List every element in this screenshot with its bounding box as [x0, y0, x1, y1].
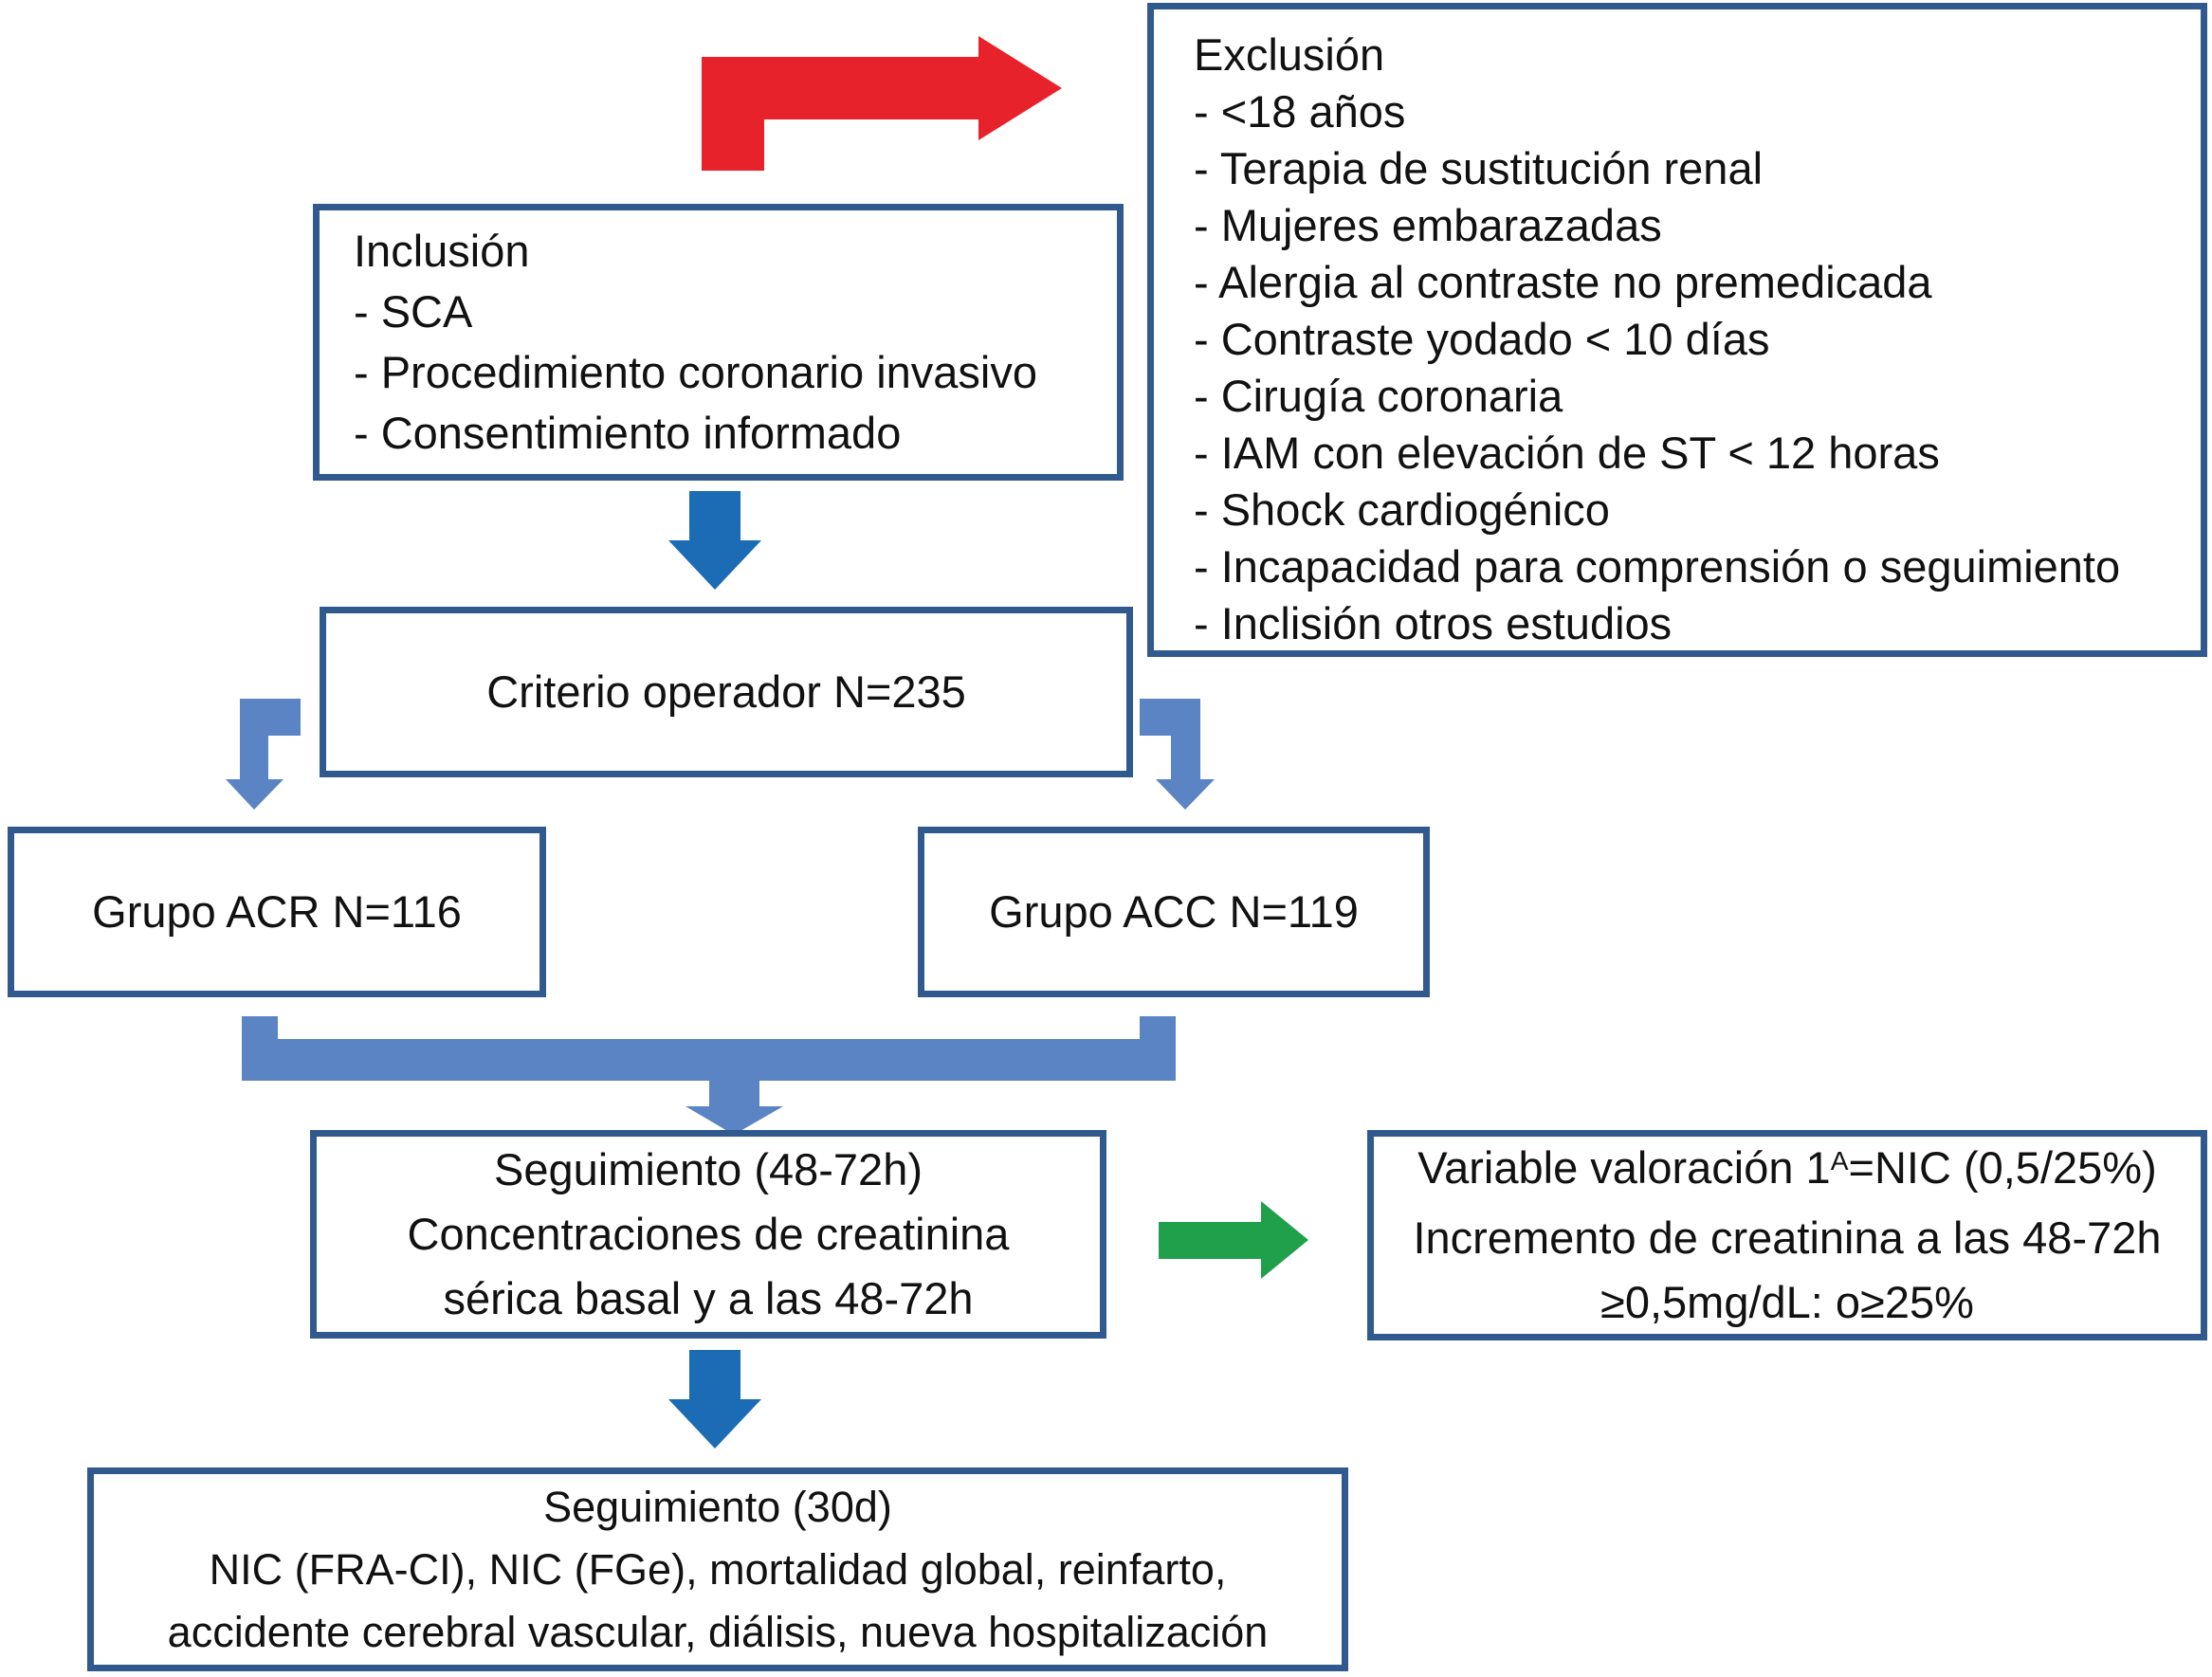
box-line: - <18 años: [1194, 86, 1406, 137]
down-arrow-icon: [668, 491, 761, 590]
box-line: - Cirugía coronaria: [1194, 371, 1563, 421]
exclusion-box: Exclusión - <18 años - Terapia de sustit…: [1147, 3, 2207, 657]
seguimiento-30d-box: Seguimiento (30d) NIC (FRA-CI), NIC (FGe…: [87, 1467, 1348, 1671]
box-line: Criterio operador N=235: [486, 666, 966, 717]
box-line: accidente cerebral vascular, diálisis, n…: [167, 1607, 1269, 1656]
box-line: - Incapacidad para comprensión o seguimi…: [1194, 541, 2121, 592]
box-line: Grupo ACC N=119: [989, 886, 1359, 937]
box-line: Concentraciones de creatinina: [407, 1209, 1010, 1259]
box-line: - Alergia al contraste no premedicada: [1194, 257, 1932, 307]
box-line: - IAM con elevación de ST < 12 horas: [1194, 428, 1940, 478]
box-line: - SCA: [354, 286, 473, 337]
merge-bracket-icon: [242, 1016, 1176, 1081]
box-line: - Contraste yodado < 10 días: [1194, 314, 1770, 364]
seguimiento-48-72h-box: Seguimiento (48-72h) Concentraciones de …: [310, 1130, 1106, 1339]
box-line: - Procedimiento coronario invasivo: [354, 347, 1037, 397]
box-line: - Terapia de sustitución renal: [1194, 143, 1764, 193]
down-arrow-icon: [668, 1350, 761, 1449]
variable-line1-prefix: Variable valoración 1: [1417, 1142, 1831, 1193]
box-line: Seguimiento (30d): [543, 1482, 892, 1531]
box-line: Grupo ACR N=116: [92, 886, 462, 937]
box-line: NIC (FRA-CI), NIC (FGe), mortalidad glob…: [209, 1544, 1227, 1594]
bent-arrow-left-icon: [226, 699, 301, 810]
grupo-acc-box: Grupo ACC N=119: [918, 827, 1430, 997]
bent-arrow-right-icon: [1140, 699, 1215, 810]
inclusion-box: Inclusión - SCA - Procedimiento coronari…: [313, 204, 1124, 481]
red-elbow-arrow-icon: [702, 36, 1062, 171]
box-line: Exclusión: [1194, 29, 1385, 80]
box-line: Seguimiento (48-72h): [494, 1144, 923, 1194]
variable-valoracion-box: Variable valoración 1A=NIC (0,5/25%) Inc…: [1367, 1130, 2207, 1340]
grupo-acr-box: Grupo ACR N=116: [8, 827, 546, 997]
box-line: Variable valoración 1A=NIC (0,5/25%): [1417, 1136, 2156, 1206]
variable-line1-superscript: A: [1830, 1144, 1849, 1176]
box-line: - Inclisión otros estudios: [1194, 598, 1673, 648]
box-line: - Mujeres embarazadas: [1194, 200, 1662, 250]
criterio-operador-box: Criterio operador N=235: [320, 607, 1133, 777]
green-right-arrow-icon: [1159, 1201, 1308, 1279]
box-line: - Consentimiento informado: [354, 408, 902, 458]
box-line: - Shock cardiogénico: [1194, 484, 1610, 535]
box-line: sérica basal y a las 48-72h: [443, 1273, 974, 1323]
box-line: ≥0,5mg/dL: o≥25%: [1600, 1277, 1974, 1327]
box-line: Inclusión: [354, 226, 530, 276]
merge-bracket-down-arrow-icon: [686, 1081, 783, 1135]
box-line: Incremento de creatinina a las 48-72h: [1413, 1212, 2162, 1263]
variable-line1-suffix: =NIC (0,5/25%): [1848, 1142, 2157, 1193]
